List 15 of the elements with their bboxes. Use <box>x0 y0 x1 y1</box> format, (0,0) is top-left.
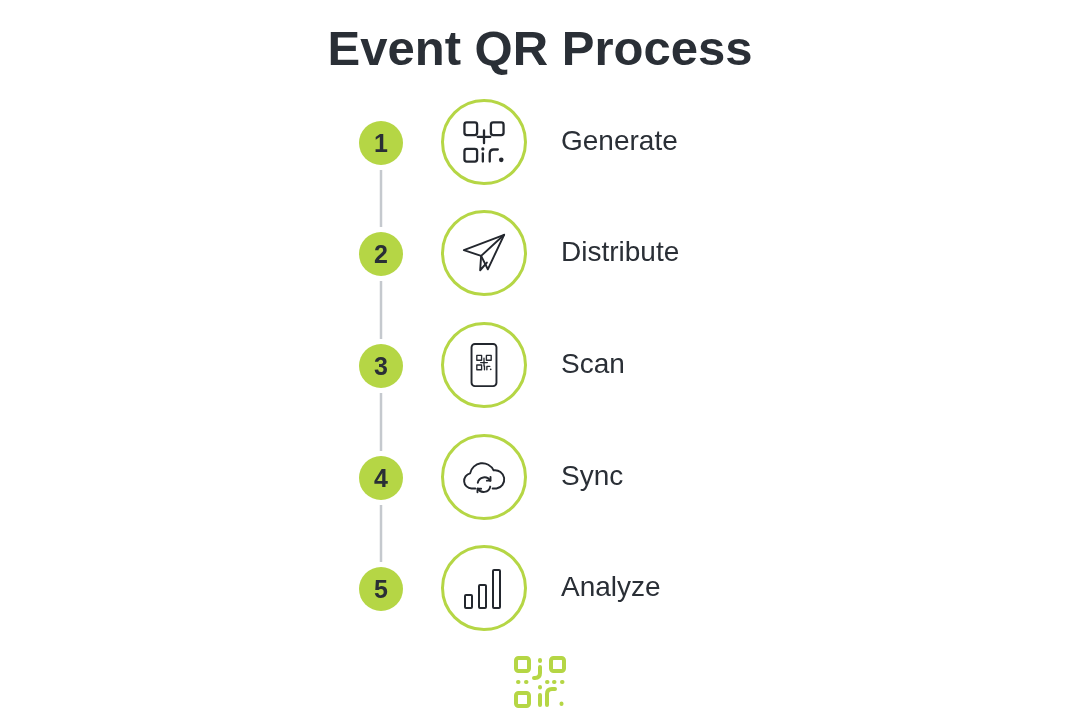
step-number-circle: 2 <box>359 232 403 276</box>
diagram-title: Event QR Process <box>326 20 754 77</box>
step-label: Generate <box>561 124 678 158</box>
step-number-circle: 3 <box>359 344 403 388</box>
step-label: Analyze <box>561 570 661 604</box>
step-number-circle: 4 <box>359 456 403 500</box>
connector-line <box>379 393 383 451</box>
step-number-circle: 1 <box>359 121 403 165</box>
connector-line <box>379 170 383 227</box>
step-label: Distribute <box>561 235 680 269</box>
connector-line <box>379 281 383 339</box>
step-number-circle: 5 <box>359 567 403 611</box>
step-label: Scan <box>561 347 625 381</box>
connector-line <box>379 505 383 562</box>
step-label: Sync <box>561 459 624 493</box>
